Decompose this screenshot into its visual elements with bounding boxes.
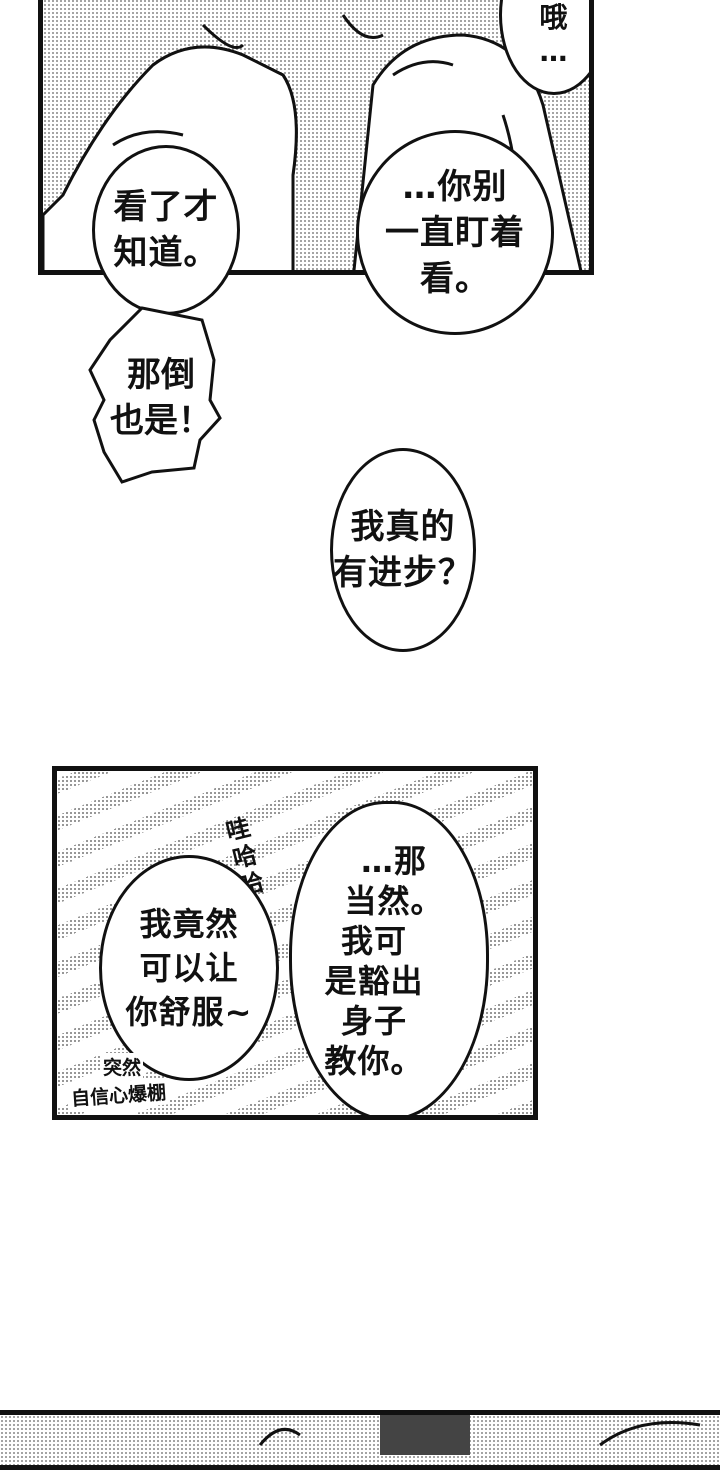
- speech-bubble-see-to-know: 看了才 知道。: [92, 145, 240, 315]
- jagged-bubble-text: 那倒 也是！: [110, 355, 212, 441]
- speech-bubble-progress: 我真的 有进步？: [330, 448, 476, 652]
- bubble-make-you-comfortable-text: 我竟然 可以让 你舒服~: [125, 905, 253, 1031]
- panel-bottom: [0, 1410, 720, 1470]
- bubble-dont-stare-text: …你别 一直盯着 看。: [385, 166, 525, 299]
- bubble-progress-text: 我真的 有进步？: [333, 507, 473, 593]
- bottom-illustration: [258, 1415, 701, 1455]
- speech-bubble-of-course: …那 当然。 我可 是豁出 身子 教你。: [289, 801, 489, 1115]
- bubble-taught-you-text: 我可 是豁出 身子 教你。: [324, 922, 424, 1080]
- panel-middle: 哇 哈 哈 我竟然 可以让 你舒服~ …那 当然。 我可 是豁出 身子 教你。 …: [52, 766, 538, 1120]
- speech-bubble-make-you-comfortable: 我竟然 可以让 你舒服~: [99, 855, 279, 1081]
- speech-bubble-dont-stare: …你别 一直盯着 看。: [356, 130, 554, 335]
- bubble-see-to-know-text: 看了才 知道。: [113, 187, 219, 273]
- bubble-of-course-text: …那 当然。: [344, 842, 444, 920]
- jagged-bubble-shape: [88, 306, 222, 484]
- bubble-oh-text: 哦 …: [539, 1, 569, 68]
- caption-suddenly: 突然: [101, 1053, 144, 1080]
- caption-confidence: 自信心爆棚: [68, 1077, 169, 1112]
